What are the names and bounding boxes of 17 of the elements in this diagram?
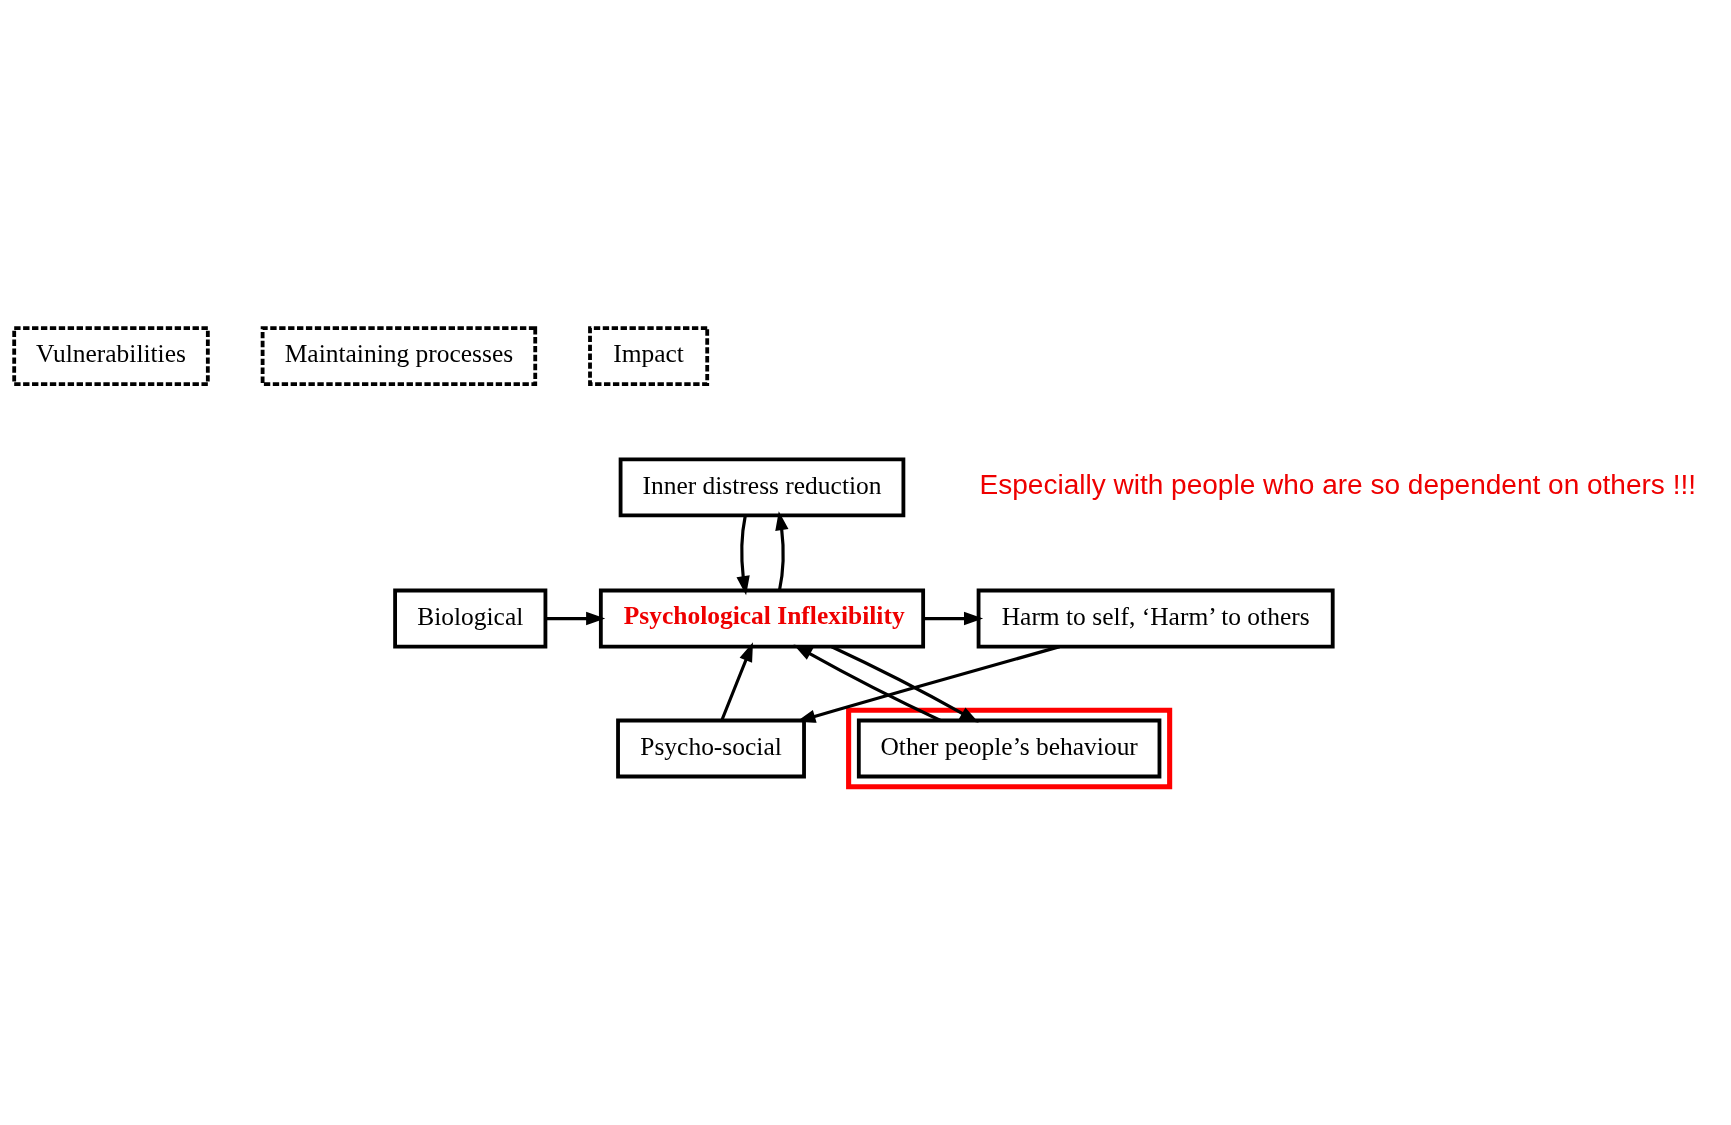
node-box: Inner distress reduction [618, 457, 906, 518]
node-box: Impact [588, 326, 710, 387]
node-box: Maintaining processes [260, 326, 538, 387]
node-box: Psychological Inflexibility [598, 588, 926, 649]
arrow [775, 511, 789, 591]
arrow [793, 644, 942, 722]
node-box: Biological [393, 588, 548, 649]
node-box: Other people’s behaviour [856, 718, 1162, 779]
node-box: Vulnerabilities [12, 326, 210, 387]
node-box: Psycho-social [616, 718, 806, 779]
label: Especially with people who are so dependent on others !!! [979, 469, 1697, 501]
arrow [830, 645, 979, 723]
arrow [720, 642, 753, 721]
arrow [545, 611, 606, 626]
arrow [736, 515, 750, 596]
node-box: Harm to self, ‘Harm’ to others [976, 588, 1335, 649]
arrow [923, 611, 984, 626]
